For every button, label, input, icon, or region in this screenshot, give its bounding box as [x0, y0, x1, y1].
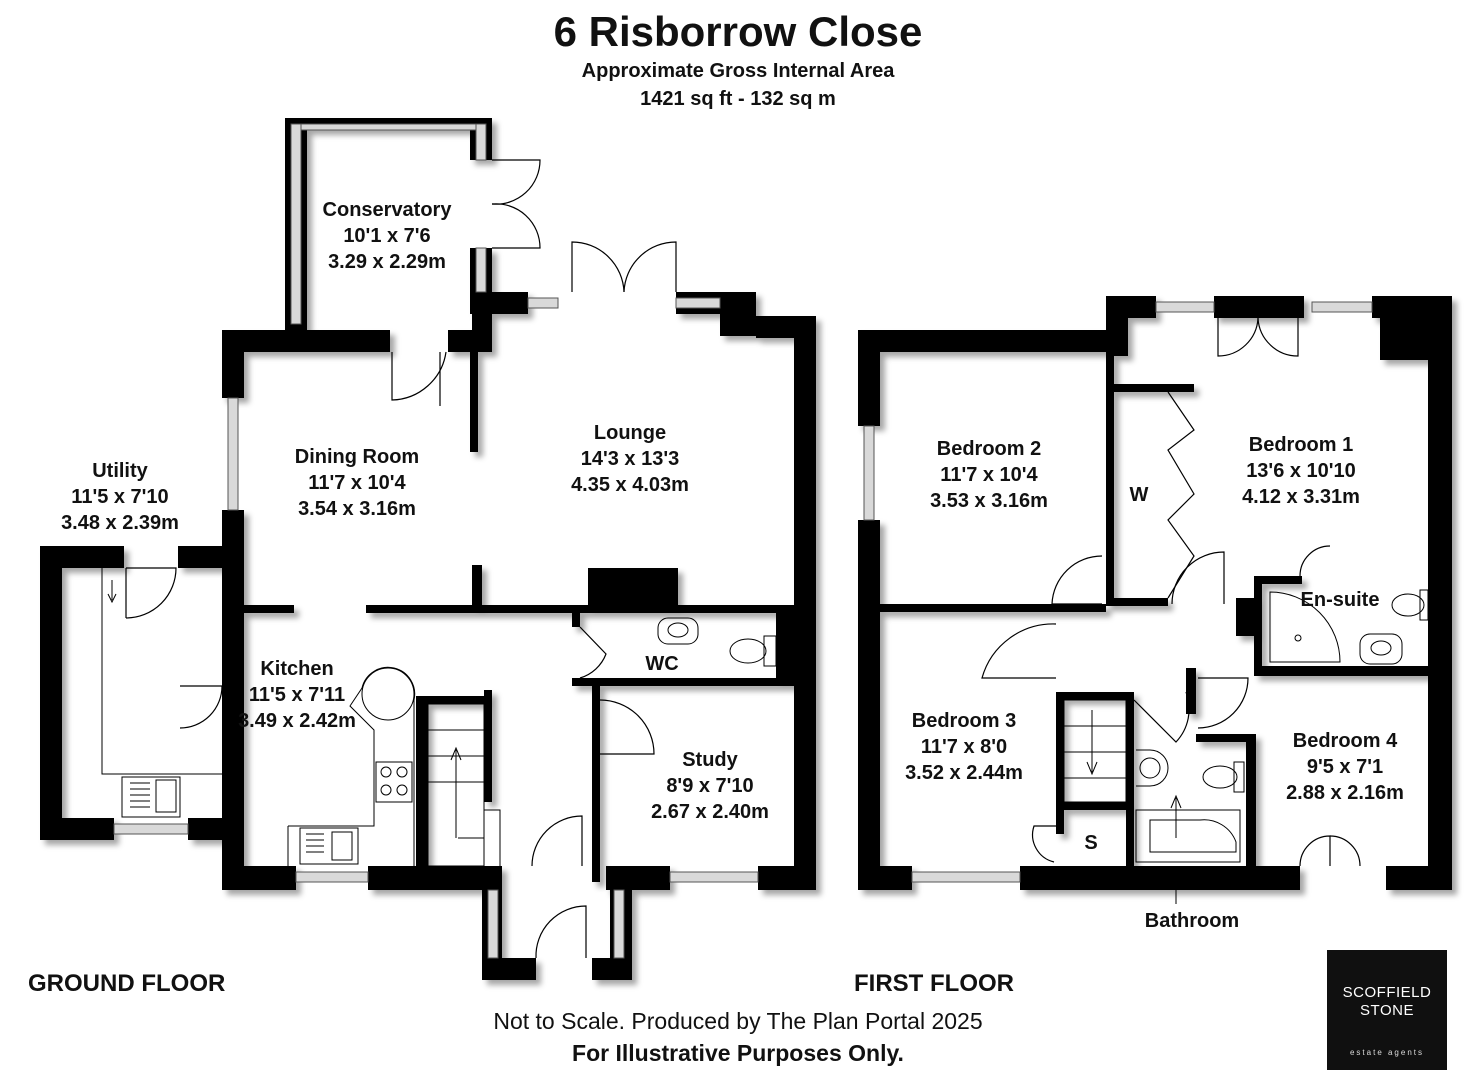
- room-conservatory: Conservatory 10'1 x 7'6 3.29 x 2.29m: [323, 197, 452, 275]
- page-title: 6 Risborrow Close: [553, 8, 923, 55]
- room-metric: 4.35 x 4.03m: [571, 474, 689, 496]
- room-name: Dining Room: [294, 446, 420, 468]
- ground-floor-fixtures: [101, 568, 777, 870]
- logo-line-3: estate agents: [1349, 1048, 1425, 1057]
- first-floor-windows: [863, 301, 1373, 883]
- room-ensuite: En-suite: [1301, 587, 1380, 613]
- ground-floor-windows: [113, 123, 759, 959]
- room-metric: 2.67 x 2.40m: [651, 801, 769, 823]
- room-name: Lounge: [593, 422, 667, 444]
- room-imperial: 9'5 x 7'1: [1306, 756, 1384, 778]
- room-wardrobe: W: [1130, 482, 1149, 508]
- footer-disclaimer: Not to Scale. Produced by The Plan Porta…: [493, 1008, 983, 1034]
- room-imperial: 14'3 x 13'3: [580, 448, 680, 470]
- room-name: Utility: [92, 460, 148, 482]
- room-metric: 4.12 x 3.31m: [1242, 486, 1360, 508]
- page-subtitle: Approximate Gross Internal Area: [581, 60, 895, 82]
- room-metric: 3.52 x 2.44m: [905, 762, 1023, 784]
- gross-area: 1421 sq ft - 132 sq m: [640, 88, 836, 110]
- room-name: S: [1084, 832, 1098, 854]
- room-name: Bedroom 4: [1292, 730, 1398, 752]
- room-name: Bedroom 1: [1248, 434, 1354, 456]
- room-kitchen: Kitchen 11'5 x 7'11 3.49 x 2.42m: [238, 656, 356, 734]
- room-name: Bathroom: [1144, 910, 1240, 932]
- room-metric: 2.88 x 2.16m: [1286, 782, 1404, 804]
- room-name: Study: [682, 749, 738, 771]
- first-floor-walls: [858, 296, 1452, 890]
- room-metric: 3.53 x 3.16m: [930, 490, 1048, 512]
- room-bedroom-4: Bedroom 4 9'5 x 7'1 2.88 x 2.16m: [1286, 728, 1404, 806]
- room-name: WC: [645, 653, 679, 675]
- room-bathroom: Bathroom: [1145, 908, 1239, 934]
- logo-line-1: SCOFFIELD: [1342, 984, 1432, 1001]
- room-bedroom-2: Bedroom 2 11'7 x 10'4 3.53 x 3.16m: [930, 436, 1048, 514]
- room-dining: Dining Room 11'7 x 10'4 3.54 x 3.16m: [295, 444, 419, 522]
- room-study: Study 8'9 x 7'10 2.67 x 2.40m: [651, 747, 769, 825]
- room-utility: Utility 11'5 x 7'10 3.48 x 2.39m: [61, 458, 179, 536]
- room-metric: 3.48 x 2.39m: [61, 512, 179, 534]
- room-imperial: 11'7 x 10'4: [940, 464, 1038, 486]
- room-metric: 3.29 x 2.29m: [328, 251, 446, 273]
- ground-floor-doors: [125, 159, 677, 959]
- room-imperial: 10'1 x 7'6: [343, 225, 431, 247]
- room-name: Bedroom 3: [911, 710, 1017, 732]
- room-lounge: Lounge 14'3 x 13'3 4.35 x 4.03m: [571, 420, 689, 498]
- room-metric: 3.49 x 2.42m: [238, 710, 356, 732]
- room-metric: 3.54 x 3.16m: [298, 498, 416, 520]
- room-store: S: [1084, 830, 1097, 856]
- footer-illustrative: For Illustrative Purposes Only.: [572, 1040, 904, 1066]
- room-name: W: [1129, 484, 1149, 506]
- room-name: Conservatory: [322, 199, 452, 221]
- room-imperial: 13'6 x 10'10: [1246, 460, 1356, 482]
- agency-logo: SCOFFIELD STONE estate agents: [1327, 950, 1447, 1070]
- first-floor-fixtures: [1063, 589, 1429, 904]
- room-imperial: 11'5 x 7'10: [71, 486, 169, 508]
- room-imperial: 11'7 x 10'4: [308, 472, 406, 494]
- first-floor-doors: [981, 317, 1361, 867]
- room-imperial: 8'9 x 7'10: [666, 775, 754, 797]
- first-floor-label: FIRST FLOOR: [854, 970, 1014, 997]
- room-bedroom-3: Bedroom 3 11'7 x 8'0 3.52 x 2.44m: [905, 708, 1023, 786]
- ground-floor-label: GROUND FLOOR: [28, 970, 226, 997]
- room-imperial: 11'7 x 8'0: [920, 736, 1008, 758]
- room-bedroom-1: Bedroom 1 13'6 x 10'10 4.12 x 3.31m: [1242, 432, 1360, 510]
- room-wc: WC: [645, 651, 678, 677]
- room-name: En-suite: [1300, 589, 1380, 611]
- room-imperial: 11'5 x 7'11: [248, 684, 346, 706]
- logo-line-2: STONE: [1360, 1002, 1414, 1019]
- room-name: Bedroom 2: [936, 438, 1042, 460]
- room-name: Kitchen: [260, 658, 334, 680]
